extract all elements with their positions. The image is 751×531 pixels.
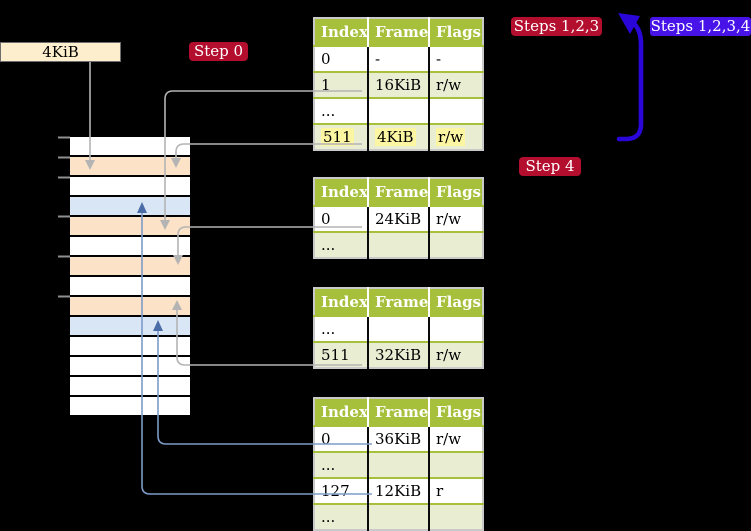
column-header: Frame <box>367 288 429 316</box>
table-row: ... <box>314 232 483 258</box>
index-cell: ... <box>321 508 336 526</box>
index-cell: ... <box>321 456 336 474</box>
memory-frame-white <box>70 377 190 395</box>
flags-cell <box>428 232 483 258</box>
frame-cell: 32KiB <box>367 342 429 368</box>
frame-cell <box>367 504 429 530</box>
steps-loop-arrow <box>616 13 644 142</box>
memory-frame-peach <box>70 157 190 175</box>
index-cell: 0 <box>321 210 331 228</box>
flags-cell: r/w <box>428 124 483 150</box>
column-header: Index <box>314 398 368 426</box>
flags-cell <box>428 504 483 530</box>
index-cell: 511 <box>321 346 350 364</box>
memory-frame-white <box>70 357 190 375</box>
physical-memory-column <box>70 137 190 415</box>
frame-cell: 12KiB <box>367 478 429 504</box>
memory-frame-peach <box>70 257 190 275</box>
table-row: ... <box>314 504 483 530</box>
memory-frame-peach <box>70 297 190 315</box>
memory-frame-blue <box>70 317 190 335</box>
flags-cell: r/w <box>428 342 483 368</box>
column-header: Index <box>314 178 368 206</box>
flags-cell: r <box>428 478 483 504</box>
memory-frame-white <box>70 237 190 255</box>
table-row: 511 4KiB r/w <box>314 124 483 150</box>
column-header: Frame <box>367 178 429 206</box>
highlighted-value: 4KiB <box>375 128 416 146</box>
frame-cell: 16KiB <box>367 72 429 98</box>
memory-frame-peach <box>70 217 190 235</box>
frame-cell: 36KiB <box>367 426 429 452</box>
column-header: Flags <box>428 398 483 426</box>
frame-cell: 4KiB <box>367 124 429 150</box>
table-row: ... <box>314 98 483 124</box>
column-header: Flags <box>428 18 483 46</box>
column-header: Frame <box>367 18 429 46</box>
table-row: ... <box>314 452 483 478</box>
badge-steps-1-2-3-4: Steps 1,2,3,4 <box>650 17 751 36</box>
flags-cell: - <box>428 46 483 72</box>
highlighted-value: 511 <box>321 128 354 146</box>
memory-frame-white <box>70 177 190 195</box>
memory-frame-blue <box>70 197 190 215</box>
memory-frame-white <box>70 337 190 355</box>
flags-cell: r/w <box>428 426 483 452</box>
index-cell: 0 <box>321 430 331 448</box>
index-cell: 1 <box>321 76 331 94</box>
frame-cell <box>367 232 429 258</box>
badge-step-4: Step 4 <box>519 157 581 176</box>
frame-cell <box>367 452 429 478</box>
frame-cell <box>367 316 429 342</box>
highlighted-value: r/w <box>436 128 466 146</box>
memory-frame-white <box>70 137 190 155</box>
badge-step-0: Step 0 <box>189 42 248 61</box>
badge-steps-1-2-3: Steps 1,2,3 <box>511 17 602 36</box>
index-cell: 0 <box>321 50 331 68</box>
frame-cell <box>367 98 429 124</box>
memory-frame-white <box>70 397 190 415</box>
column-header: Index <box>314 288 368 316</box>
table-row: 0 -- <box>314 46 483 72</box>
index-cell: 127 <box>321 482 350 500</box>
frame-size-label: 4KiB <box>0 42 121 62</box>
column-header: Flags <box>428 178 483 206</box>
flags-cell <box>428 316 483 342</box>
table-row: ... <box>314 316 483 342</box>
flags-cell: r/w <box>428 72 483 98</box>
flags-cell <box>428 98 483 124</box>
column-header: Flags <box>428 288 483 316</box>
memory-address-ticks <box>58 136 70 298</box>
column-header: Index <box>314 18 368 46</box>
index-cell: 511 <box>314 124 368 150</box>
index-cell: ... <box>321 102 336 120</box>
column-header: Frame <box>367 398 429 426</box>
frame-cell: - <box>367 46 429 72</box>
memory-frame-white <box>70 277 190 295</box>
frame-cell: 24KiB <box>367 206 429 232</box>
flags-cell: r/w <box>428 206 483 232</box>
index-cell: ... <box>321 320 336 338</box>
flags-cell <box>428 452 483 478</box>
index-cell: ... <box>321 236 336 254</box>
